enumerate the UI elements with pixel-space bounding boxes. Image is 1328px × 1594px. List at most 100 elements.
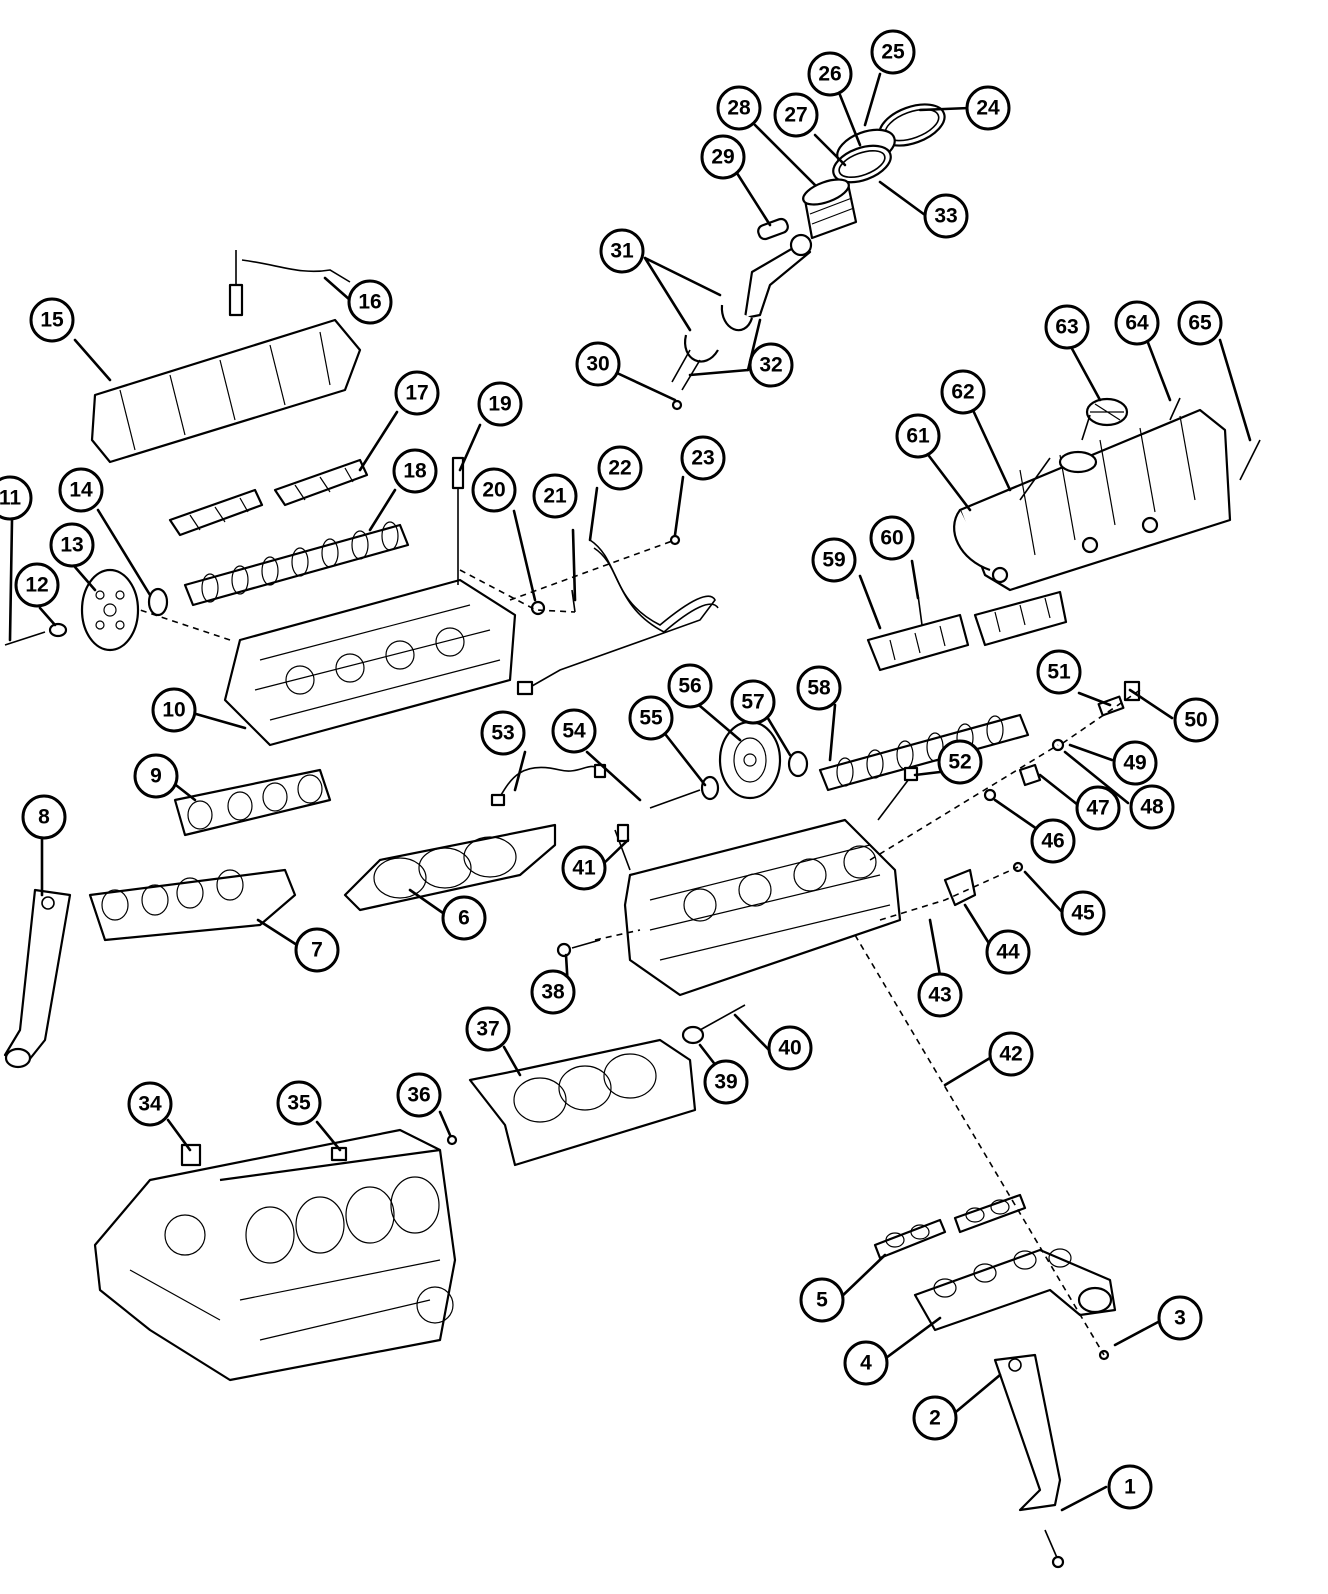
callout-29: 29 [700,134,746,180]
callout-circle [1114,300,1160,346]
callout-56: 56 [667,663,713,709]
callout-circle [628,695,674,741]
callout-49: 49 [1112,740,1158,786]
callout-7: 7 [294,927,340,973]
callout-34: 34 [127,1081,173,1127]
callout-52: 52 [937,739,983,785]
callout-circle [917,972,963,1018]
callout-number: 23 [691,447,714,470]
callout-50: 50 [1173,697,1219,743]
callout-number: 24 [976,97,1000,120]
callout-31: 31 [599,228,645,274]
callout-circle [294,927,340,973]
callout-circle [1112,740,1158,786]
callout-circle [1129,784,1175,830]
callout-number: 49 [1123,752,1146,775]
callout-circle [680,435,726,481]
callout-number: 34 [138,1093,162,1116]
callout-number: 33 [934,205,957,228]
right-cylinder-head [614,818,902,997]
callout-circle [561,845,607,891]
callout-17: 17 [394,370,440,416]
callout-1: 1 [1107,1464,1153,1510]
left-valve-cover [90,318,362,464]
callout-number: 36 [407,1084,430,1107]
callout-32: 32 [748,342,794,388]
callout-46: 46 [1030,818,1076,864]
callout-circle [1036,649,1082,695]
callout-circle [843,1340,889,1386]
callout-circle [1177,300,1223,346]
callout-35: 35 [276,1080,322,1126]
callout-58: 58 [796,665,842,711]
callout-number: 11 [0,487,21,510]
callout-11: 11 [0,475,33,521]
callout-number: 10 [162,699,185,722]
oil-filler-cap [1085,397,1129,427]
callout-circle [465,1006,511,1052]
callout-number: 55 [639,707,663,730]
callout-number: 4 [860,1352,872,1375]
callout-circle [895,413,941,459]
right-bracket [993,1349,1110,1569]
callout-53: 53 [480,710,526,756]
callout-8: 8 [21,794,67,840]
callout-circle [599,228,645,274]
callout-circle [912,1395,958,1441]
left-cylinder-head [223,578,517,747]
callout-circle [21,794,67,840]
callout-24: 24 [965,85,1011,131]
callout-41: 41 [561,845,607,891]
callout-number: 37 [476,1018,499,1041]
callout-14: 14 [58,467,104,513]
callout-number: 6 [458,907,470,930]
callout-number: 44 [996,941,1020,964]
callout-number: 58 [807,677,831,700]
engine-parts-artwork [3,103,1261,1569]
callout-circle [0,475,33,521]
callout-circle [937,739,983,785]
callout-circle [396,1072,442,1118]
callout-number: 27 [784,104,807,127]
callout-12: 12 [14,562,60,608]
callout-16: 16 [347,279,393,325]
callout-number: 54 [562,720,586,743]
callout-number: 32 [759,354,782,377]
callout-circle [151,687,197,733]
callout-circle [58,467,104,513]
callout-number: 43 [928,984,951,1007]
callout-number: 17 [405,382,428,405]
callout-circle [1107,1464,1153,1510]
callout-39: 39 [703,1059,749,1105]
callout-15: 15 [29,297,75,343]
callout-circle [1157,1295,1203,1341]
callout-circle [730,679,776,725]
callout-43: 43 [917,972,963,1018]
callout-number: 12 [25,574,48,597]
callout-5: 5 [799,1277,845,1323]
head-plugs [556,939,746,1045]
callout-number: 61 [906,425,930,448]
callout-circle [575,341,621,387]
callout-circle [597,445,643,491]
connecting-rod [671,233,813,411]
callout-circle [133,753,179,799]
callout-circle [767,1025,813,1071]
callout-circle [700,134,746,180]
callout-27: 27 [773,92,819,138]
callout-circle [551,708,597,754]
callout-circle [1173,697,1219,743]
callout-number: 14 [69,479,93,502]
callout-number: 63 [1055,316,1078,339]
right-cam-sprocket [718,720,782,800]
callout-number: 18 [403,460,427,483]
valve-cover-bolts [1019,397,1261,501]
callout-circle [940,369,986,415]
callout-number: 20 [482,479,505,502]
callout-circle [1075,785,1121,831]
callout-circle [471,467,517,513]
right-rocker-arms [866,590,1068,672]
callout-number: 65 [1188,312,1212,335]
piston-ring-set [832,103,946,184]
